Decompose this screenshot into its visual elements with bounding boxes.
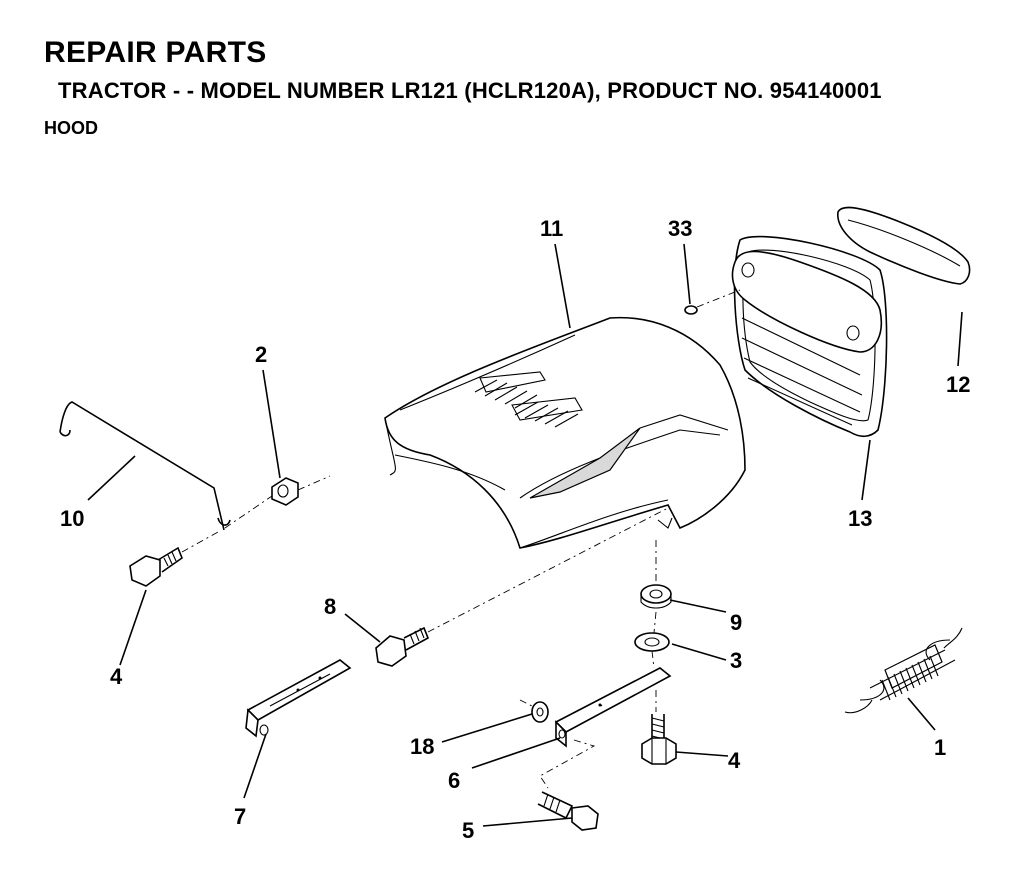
callout-13: 13 xyxy=(848,506,872,531)
callout-11: 11 xyxy=(540,216,563,241)
callout-3: 3 xyxy=(730,648,742,673)
part-clip xyxy=(684,289,741,315)
part-bolt-5 xyxy=(537,791,599,831)
callout-18: 18 xyxy=(410,734,434,759)
callout-9: 9 xyxy=(730,610,742,635)
part-bolt-8 xyxy=(375,507,669,667)
part-insert xyxy=(837,206,971,285)
part-spring xyxy=(844,627,963,714)
part-bracket-6 xyxy=(539,667,672,789)
callout-4-right: 4 xyxy=(728,748,741,773)
callout-12: 12 xyxy=(946,372,970,397)
part-rod xyxy=(59,401,231,531)
callout-7: 7 xyxy=(234,804,246,829)
part-bolt-4-right xyxy=(641,690,677,765)
part-nut-9 xyxy=(640,540,672,609)
part-washer-18 xyxy=(519,699,549,723)
callout-33: 33 xyxy=(668,216,692,241)
callout-4-left: 4 xyxy=(110,664,123,689)
part-bolt-4-left xyxy=(129,531,219,587)
part-nut-2 xyxy=(224,475,331,529)
callout-1: 1 xyxy=(934,735,946,760)
leader-lines xyxy=(87,243,963,827)
part-washer-3 xyxy=(634,611,670,669)
callout-2: 2 xyxy=(255,342,267,367)
callout-5: 5 xyxy=(462,818,474,843)
callout-numbers: 11 33 2 12 10 13 4 8 9 3 1 18 4 6 7 5 xyxy=(60,216,970,843)
page-title: REPAIR PARTS xyxy=(44,36,267,69)
section-title: HOOD xyxy=(44,118,98,138)
part-grille xyxy=(731,235,888,438)
page-subtitle: TRACTOR - - MODEL NUMBER LR121 (HCLR120A… xyxy=(58,78,882,103)
callout-10: 10 xyxy=(60,506,84,531)
callout-6: 6 xyxy=(448,768,460,793)
part-bracket-7 xyxy=(245,659,352,738)
part-hood xyxy=(384,316,746,549)
callout-8: 8 xyxy=(324,594,336,619)
hood-vents xyxy=(474,371,583,428)
